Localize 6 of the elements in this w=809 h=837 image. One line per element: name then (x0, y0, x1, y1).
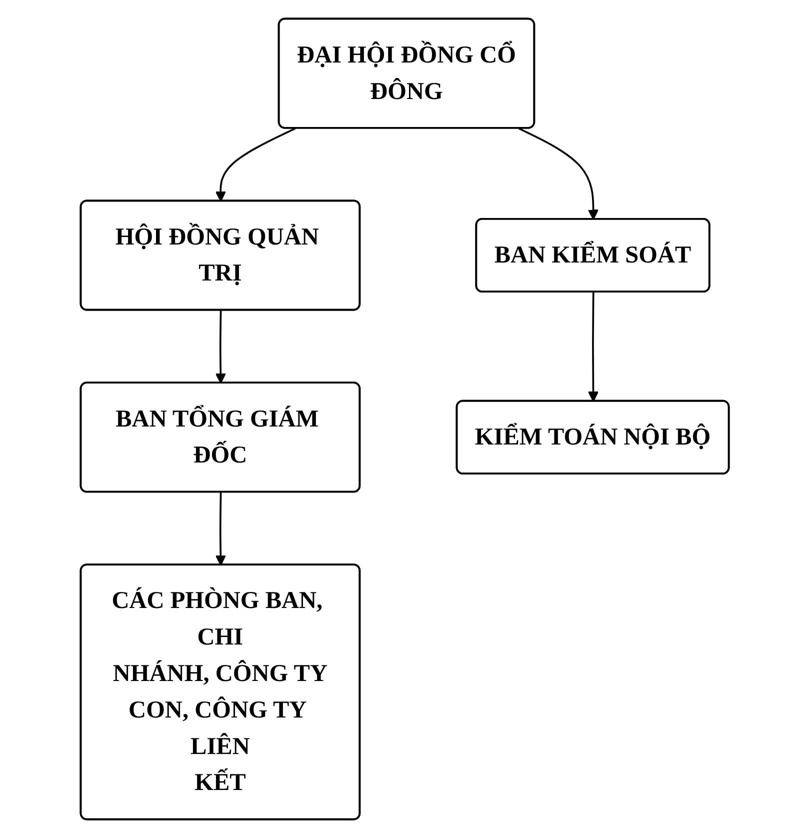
arrow (518, 127, 598, 220)
arrow (215, 492, 226, 566)
arrow (588, 292, 598, 402)
arrow (215, 310, 226, 384)
org-chart-drawing: ĐẠI HỘI ĐỒNG CỔ ĐÔNG HỘI ĐỒNG QUẢN TRỊ BAN TỔNG GIÁM ĐỐC CÁC PHÒNG BAN, CHI NHÁNH, CÔNG TY CON, CÔNG TY LIÊN KẾT BAN KIỂM SOÁT KIỂM TOÁN NỘI BỘ (70, 8, 738, 828)
arrow (215, 127, 296, 202)
